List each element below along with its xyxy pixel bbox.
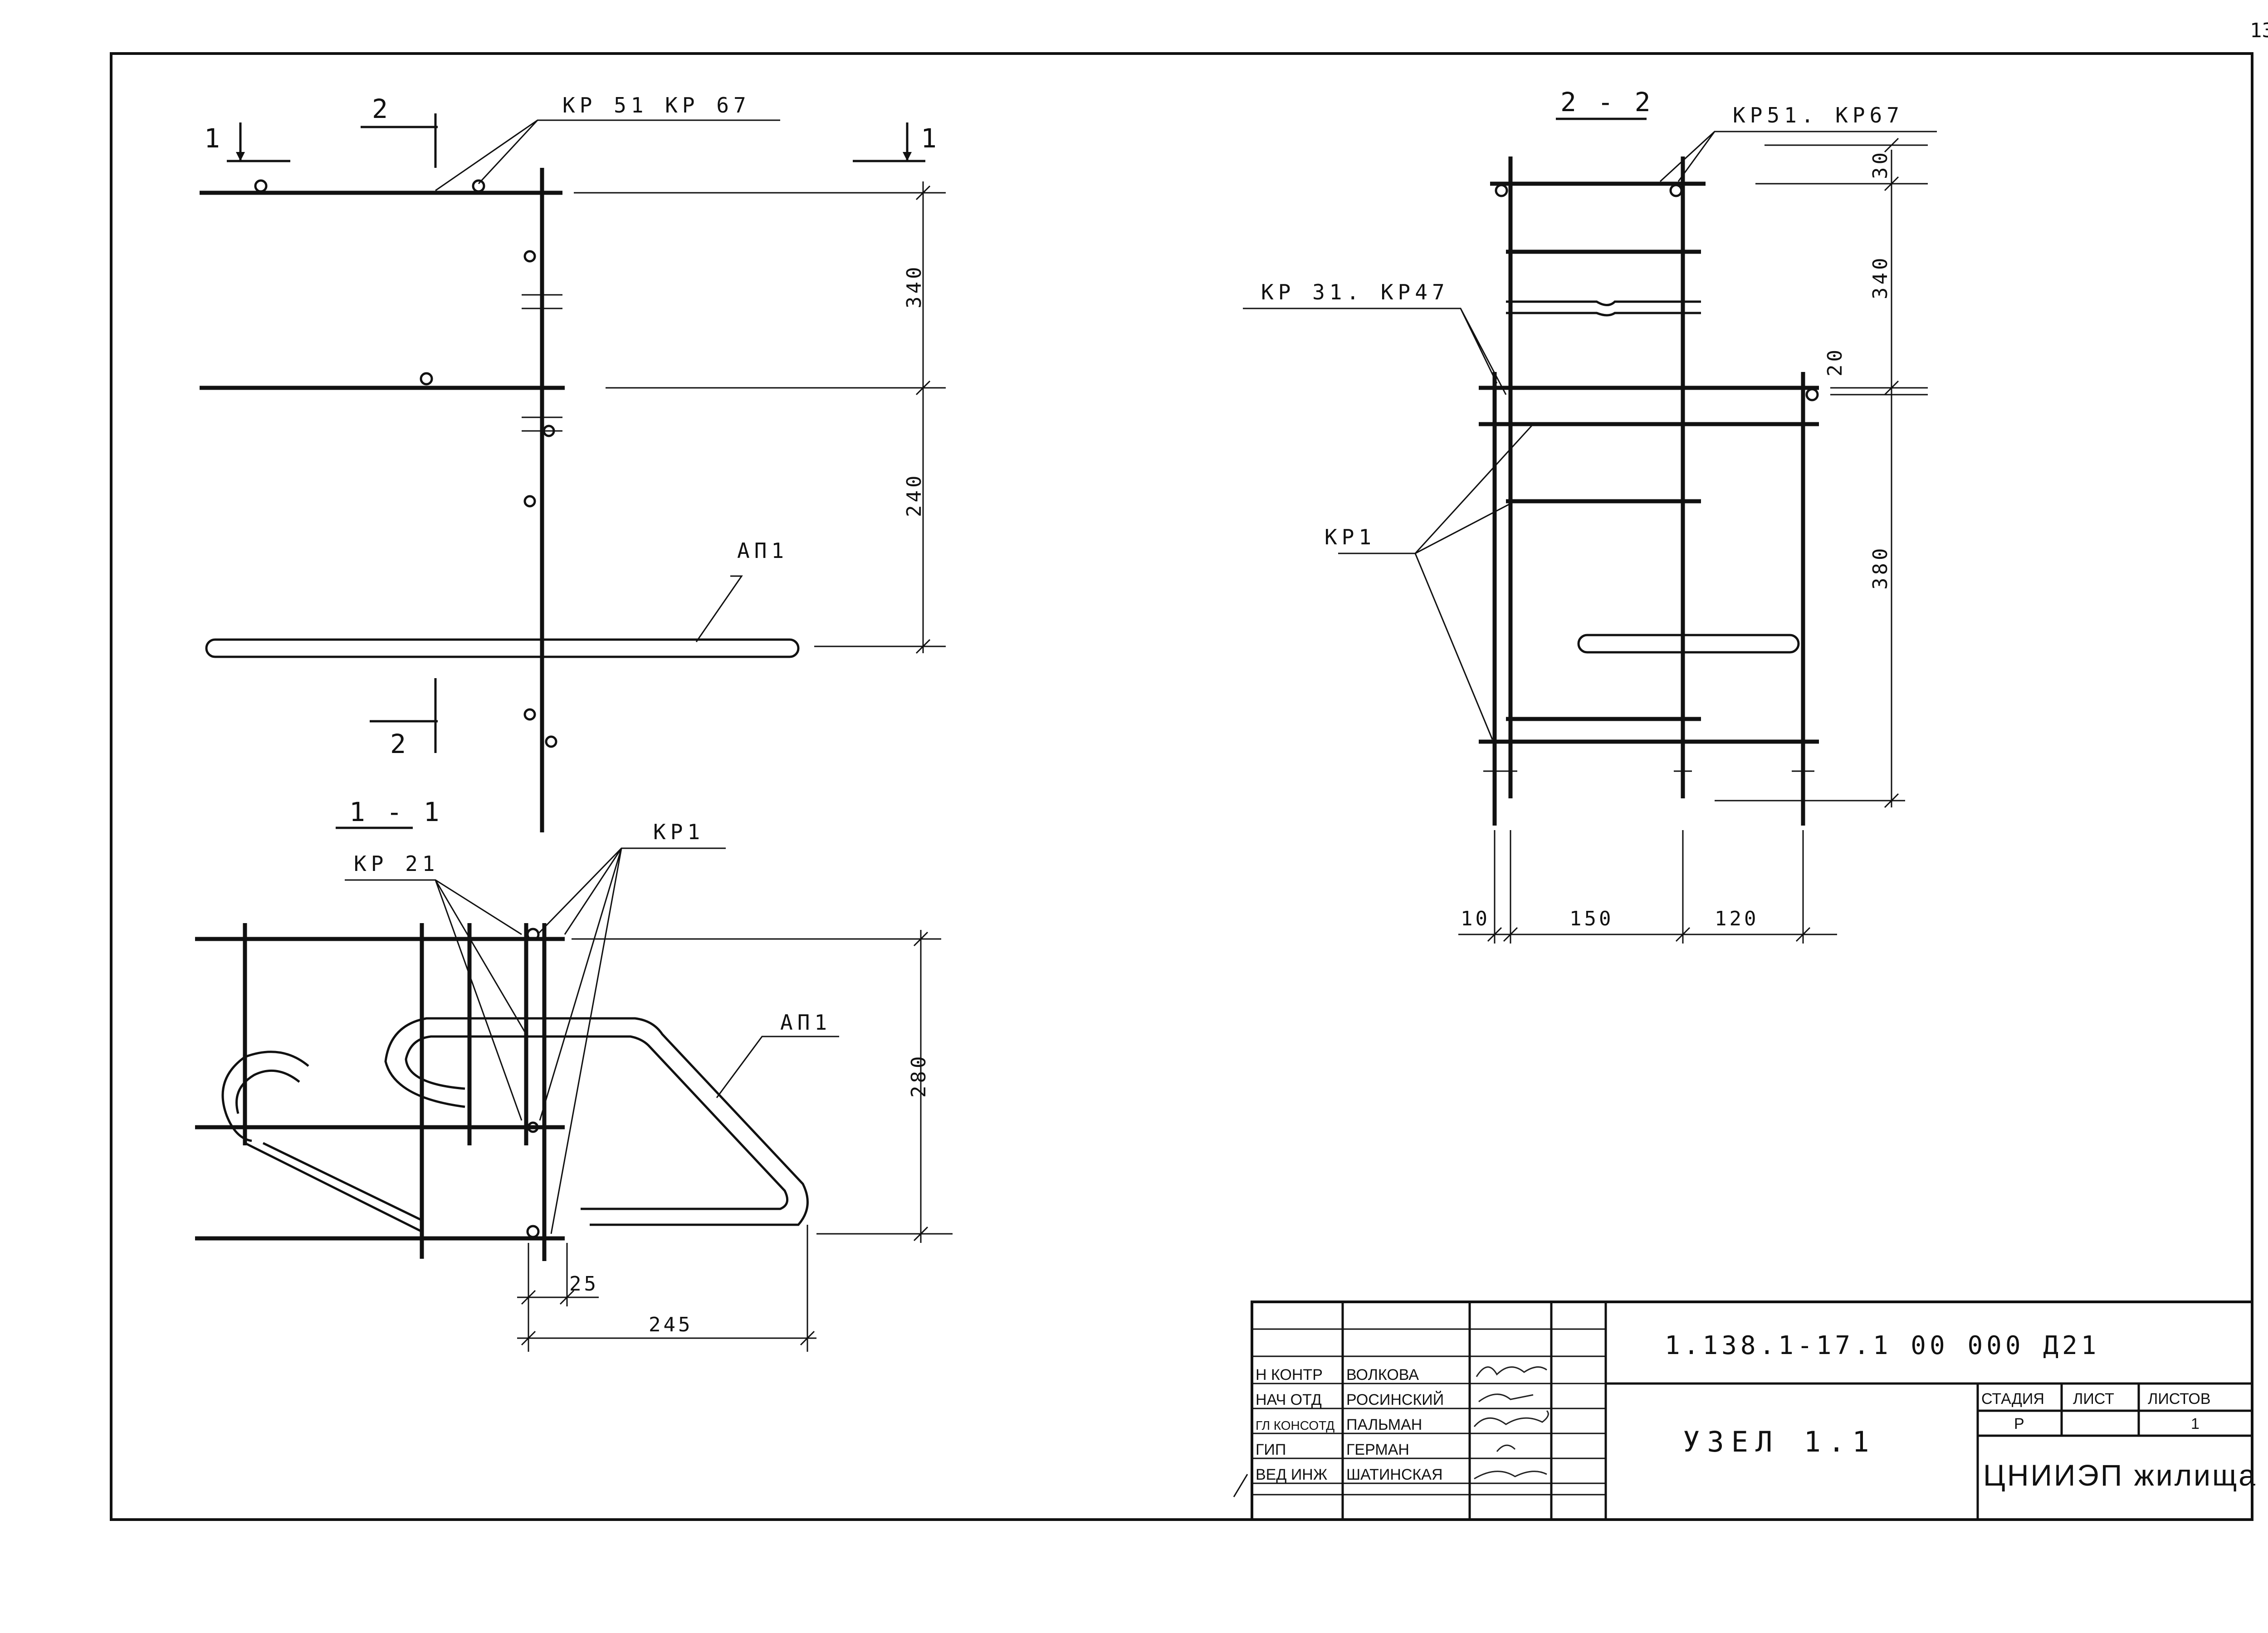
role-ved-inzh: ВЕД ИНЖ: [1256, 1466, 1327, 1483]
ap1-bar: [205, 638, 800, 658]
section-2-2-title: 2 - 2: [1560, 87, 1653, 117]
dim-10: 10: [1461, 907, 1490, 930]
leader-ap1: [695, 575, 743, 642]
section-mark-1-left: 1: [204, 123, 223, 154]
sheet-title: УЗЕЛ 1.1: [1683, 1425, 1877, 1458]
dim-280: 280: [907, 1054, 930, 1098]
bar-section: [543, 425, 555, 437]
label-kp1-s11: КР1: [653, 820, 704, 844]
name-german: ГЕРМАН: [1346, 1441, 1409, 1458]
section-mark-2-top: 2: [372, 93, 391, 124]
section-mark-2-bottom: 2: [390, 728, 409, 759]
break-mark: [522, 294, 562, 309]
label-kp51-kp67: КР 51 КР 67: [562, 93, 751, 117]
dim-150: 150: [1569, 907, 1613, 930]
sheet-number: 13∠: [2250, 19, 2268, 42]
sheets-value: 1: [2191, 1415, 2200, 1433]
label-ap1-s11: АП1: [780, 1010, 831, 1035]
bar-section: [523, 250, 536, 263]
section-arrow-1-left: [227, 122, 290, 162]
leader-kp51: [435, 119, 780, 191]
bar-section: [545, 735, 557, 748]
name-palman: ПАЛЬМАН: [1346, 1416, 1422, 1433]
sheets-header: ЛИСТОВ: [2148, 1390, 2211, 1408]
document-code: 1.138.1-17.1 00 000 Д21: [1665, 1331, 2100, 1360]
bar-section: [472, 179, 485, 193]
label-ap1-plan: АП1: [737, 538, 788, 563]
dim-25: 25: [569, 1272, 599, 1296]
section-2-2: 2 - 2 КР51. КР67 КР 31. КР47 КР1: [1243, 87, 1937, 944]
dim-120: 120: [1715, 907, 1759, 930]
dim-340: 340: [903, 264, 926, 308]
organization: ЦНИИЭП жилища: [1983, 1458, 2257, 1492]
plan-view: 1 1 2 2 КР 51 КР 67 АП1 340 240: [200, 93, 946, 832]
name-volkova: ВОЛКОВА: [1346, 1366, 1419, 1384]
label-kp1-22: КР1: [1325, 525, 1376, 549]
bar-section: [523, 708, 536, 721]
leader-kp21: [345, 879, 527, 1121]
label-kp21: КР 21: [354, 851, 439, 876]
hook-left: [221, 1051, 309, 1142]
role-n-kontr: Н КОНТР: [1256, 1366, 1323, 1384]
label-kp51-kp67-22: КР51. КР67: [1733, 103, 1904, 127]
ap1-bent-bar: [384, 1017, 809, 1226]
bar-section: [523, 495, 536, 508]
name-shatinskaya: ШАТИНСКАЯ: [1346, 1466, 1443, 1483]
dim-20: 20: [1823, 347, 1847, 376]
section-arrow-2-top: [361, 113, 438, 168]
label-kp31-kp47: КР 31. КР47: [1261, 280, 1449, 304]
signature: [1473, 1410, 1549, 1427]
leader-ap1-s11: [716, 1036, 839, 1098]
section-arrow-1-right: [853, 122, 925, 162]
section-arrow-2-bottom: [370, 678, 438, 753]
name-rosinsky: РОСИНСКИЙ: [1346, 1391, 1444, 1408]
signature: [1496, 1444, 1516, 1452]
break-mark: [522, 416, 562, 432]
title-block: Н КОНТР ВОЛКОВА НАЧ ОТД РОСИНСКИЙ ГЛ КОН…: [1233, 1301, 2257, 1521]
section-1-1-title: 1 - 1: [349, 797, 442, 827]
dim-340-22: 340: [1869, 255, 1892, 299]
role-nach-otd: НАЧ ОТД: [1256, 1391, 1322, 1408]
section-mark-1-right: 1: [921, 123, 939, 154]
section-1-1: 1 - 1 КР 21 КР1 АП1 280: [195, 797, 953, 1352]
bar-section: [254, 179, 268, 193]
sheet-header: ЛИСТ: [2073, 1390, 2114, 1408]
dim-380: 380: [1869, 546, 1892, 590]
stage-value: Р: [2014, 1415, 2024, 1433]
leader-kp51-22: [1659, 131, 1937, 182]
drawing-frame: [110, 52, 2253, 1521]
leader-kp31: [1243, 308, 1507, 395]
dim-30: 30: [1869, 150, 1892, 179]
role-gip: ГИП: [1256, 1441, 1286, 1458]
signature: [1474, 1471, 1547, 1480]
leader-kp1-22: [1338, 423, 1534, 740]
signature: [1476, 1366, 1547, 1377]
dim-240: 240: [903, 473, 926, 517]
stage-header: СТАДИЯ: [1981, 1390, 2044, 1408]
bar-section: [420, 372, 433, 386]
role-gl-kons: ГЛ КОНСОТД: [1256, 1418, 1334, 1433]
leader-kp1: [537, 847, 726, 1234]
dim-245: 245: [649, 1313, 693, 1336]
signature: [1478, 1393, 1534, 1403]
